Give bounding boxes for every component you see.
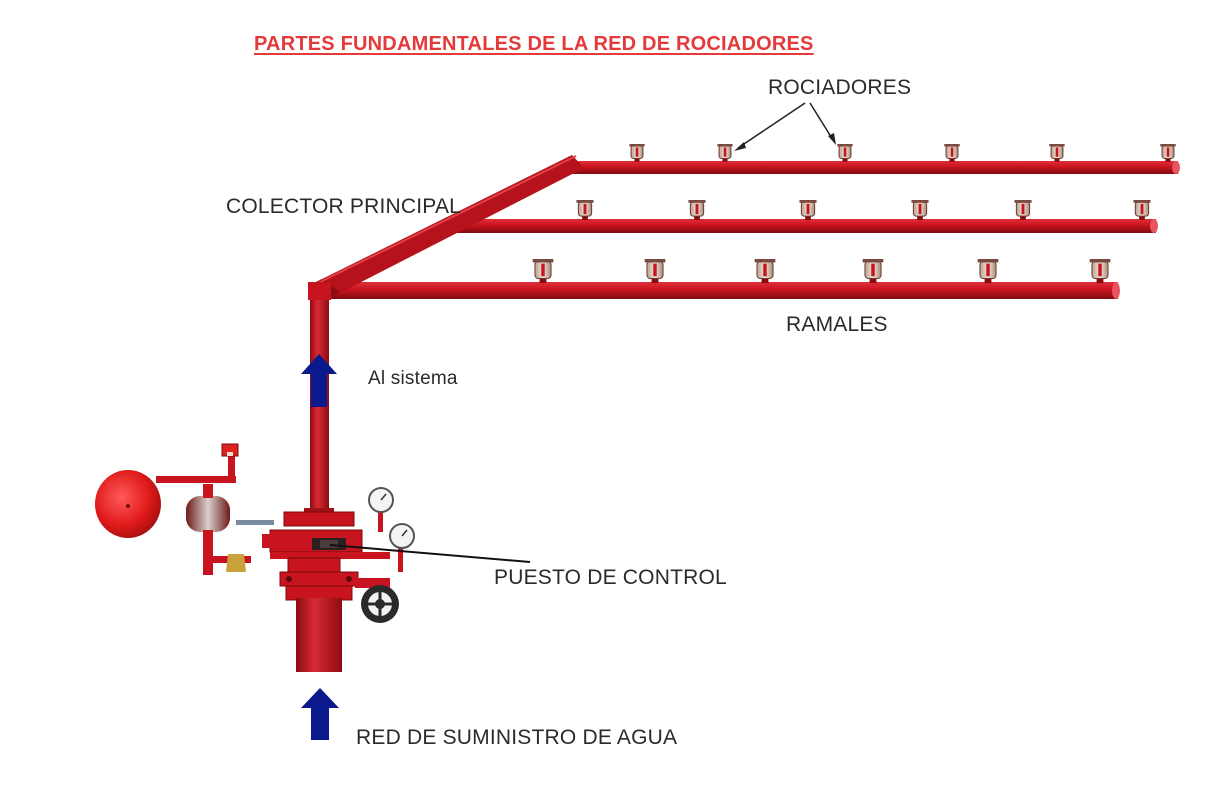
sprinkler-head-upper-1 xyxy=(629,144,645,162)
branch-pipe-lower xyxy=(312,282,1118,299)
label-colector-principal: COLECTOR PRINCIPAL xyxy=(226,195,462,218)
drain-valve xyxy=(226,554,246,572)
rociadores-pointers xyxy=(734,102,836,151)
pointer-line-1 xyxy=(737,102,806,149)
pointer-head-2 xyxy=(828,133,836,145)
sprinkler-head-middle-3 xyxy=(799,200,817,220)
control-valve-assembly xyxy=(95,443,531,672)
supply-pipe xyxy=(296,598,342,672)
sprinkler-head-lower-4 xyxy=(862,259,884,284)
label-puesto-de-control: PUESTO DE CONTROL xyxy=(494,566,727,589)
label-red-de-suministro: RED DE SUMINISTRO DE AGUA xyxy=(356,726,678,749)
label-ramales: RAMALES xyxy=(786,313,888,336)
branch-pipe-lower-end xyxy=(1112,282,1120,299)
sprinkler-head-lower-6 xyxy=(1089,259,1111,284)
sprinkler-head-lower-3 xyxy=(754,259,776,284)
sprinkler-head-upper-5 xyxy=(1049,144,1065,162)
sprinkler-head-middle-5 xyxy=(1014,200,1032,220)
sprinkler-head-upper-4 xyxy=(944,144,960,162)
sprinkler-heads xyxy=(532,144,1176,284)
sprinkler-head-middle-2 xyxy=(688,200,706,220)
sprinkler-head-upper-2 xyxy=(717,144,733,162)
sprinkler-head-upper-3 xyxy=(837,144,853,162)
branch-pipe-middle-end xyxy=(1150,219,1158,233)
sprinkler-head-lower-1 xyxy=(532,259,554,284)
label-rociadores: ROCIADORES xyxy=(768,76,912,99)
flow-arrow-al-sistema xyxy=(301,354,337,407)
branch-pipe-upper-end xyxy=(1172,161,1180,174)
puesto-pointer-line xyxy=(329,544,531,563)
sprinkler-head-middle-6 xyxy=(1133,200,1151,220)
pointer-line-2 xyxy=(809,102,834,141)
flow-arrows xyxy=(301,354,339,740)
valve-top-flange xyxy=(283,511,355,527)
label-al-sistema: Al sistema xyxy=(368,368,458,389)
pipe-network xyxy=(308,155,1180,518)
sprinkler-head-middle-4 xyxy=(911,200,929,220)
sprinkler-head-lower-5 xyxy=(977,259,999,284)
flow-arrow-suministro xyxy=(301,688,339,740)
main-collector-pipe xyxy=(312,155,584,300)
branch-pipe-middle xyxy=(452,219,1156,233)
retard-chamber xyxy=(186,496,230,532)
pointer-head-1 xyxy=(734,142,746,151)
bell-pipe xyxy=(156,476,236,483)
sprinkler-head-upper-6 xyxy=(1160,144,1176,162)
branch-pipe-upper xyxy=(572,161,1178,174)
sprinkler-head-middle-1 xyxy=(576,200,594,220)
diagram-title: PARTES FUNDAMENTALES DE LA RED DE ROCIAD… xyxy=(254,33,814,55)
sprinkler-head-lower-2 xyxy=(644,259,666,284)
